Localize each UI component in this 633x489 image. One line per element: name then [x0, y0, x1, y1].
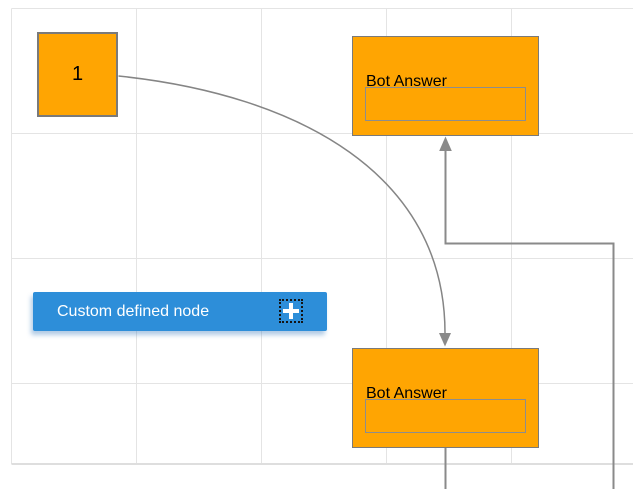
bot-answer-input-box[interactable]	[365, 87, 526, 121]
connector-orthogonal[interactable]	[444, 151, 615, 489]
node-custom-defined[interactable]: Custom defined node	[33, 292, 327, 331]
arrowhead-up	[439, 136, 452, 151]
node-start-square[interactable]: 1	[37, 32, 118, 117]
node-bot-answer-top[interactable]: Bot Answer	[352, 36, 539, 136]
arrowhead-down	[439, 333, 451, 347]
plus-bar-vertical	[289, 303, 293, 319]
custom-node-label: Custom defined node	[57, 302, 210, 320]
plus-icon[interactable]	[279, 299, 303, 323]
bot-answer-title: Bot Answer	[366, 385, 447, 402]
bot-answer-title: Bot Answer	[366, 73, 447, 90]
connector-curved[interactable]	[118, 75, 446, 334]
grid	[11, 8, 633, 465]
bot-answer-input-box[interactable]	[365, 399, 526, 433]
node-start-label: 1	[71, 63, 84, 85]
node-bot-answer-bottom[interactable]: Bot Answer	[352, 348, 539, 448]
